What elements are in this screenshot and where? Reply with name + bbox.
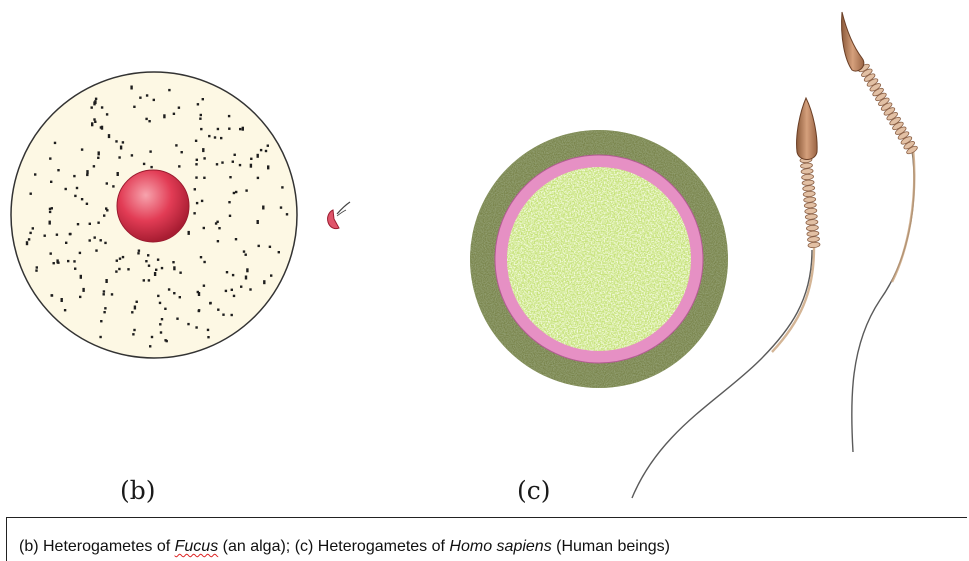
human-egg [470, 130, 728, 388]
label-b: (b) [120, 476, 156, 505]
caption-part-3: (Human beings) [552, 538, 670, 555]
figure-caption: (b) Heterogametes of Fucus (an alga); (c… [19, 538, 670, 556]
human-sperm-1-head [797, 98, 818, 160]
fucus-egg [11, 72, 297, 358]
caption-part-2: (an alga); (c) Heterogametes of [218, 538, 449, 555]
caption-homo-sapiens: Homo sapiens [449, 538, 551, 555]
human-sperm-2 [842, 12, 919, 452]
fucus-egg-nucleus [117, 170, 189, 242]
human-sperm-1-midpiece [800, 157, 820, 248]
caption-fucus: Fucus [175, 538, 219, 555]
label-c: (c) [517, 476, 551, 505]
human-sperm-2-head [842, 12, 864, 71]
human-sperm-2-midpiece [858, 63, 919, 156]
caption-part-1: (b) Heterogametes of [19, 538, 175, 555]
fucus-sperm [328, 202, 350, 229]
